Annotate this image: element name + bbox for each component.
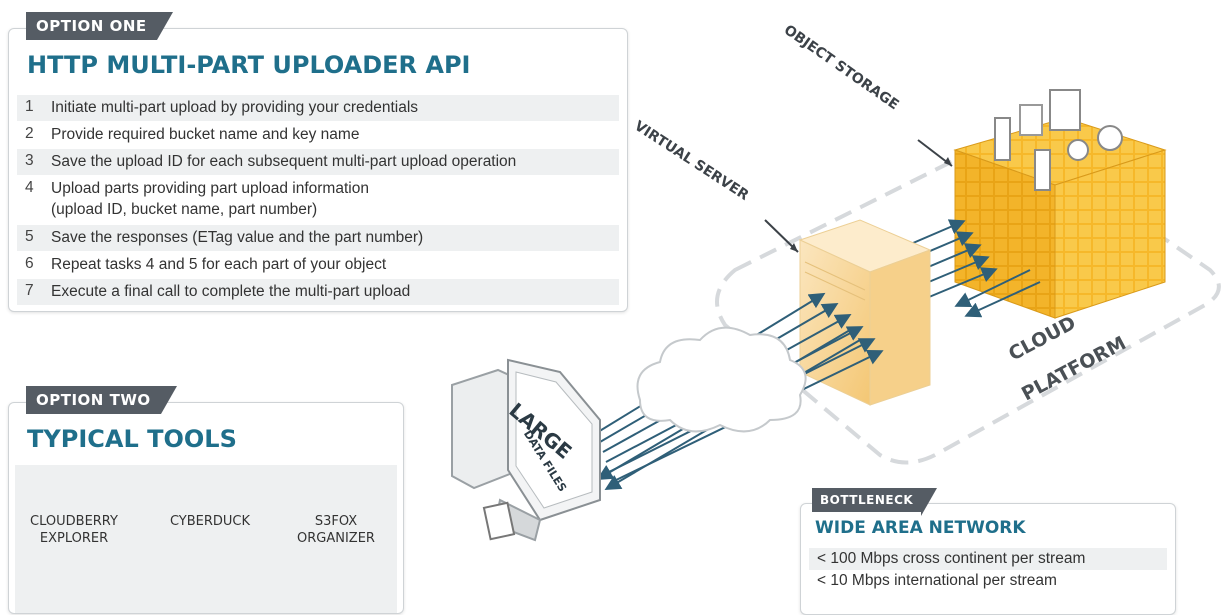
architecture-diagram [451,89,1221,542]
network-cloud-icon [636,326,807,433]
bottleneck-tab: BOTTLENECK [812,488,938,516]
step-6: 6 Repeat tasks 4 and 5 for each part of … [17,252,619,278]
step-number: 4 [25,179,34,196]
bottleneck-line-1: < 100 Mbps cross continent per stream [809,548,1167,570]
computer-icon [451,358,601,542]
step-number: 3 [25,152,34,169]
step-number: 7 [25,282,34,299]
option-two-title: TYPICAL TOOLS [27,425,237,453]
option-one-panel: HTTP MULTI-PART UPLOADER API 1 Initiate … [8,28,628,312]
step-text: Execute a final call to complete the mul… [51,283,411,300]
tools-area [15,465,397,613]
bottleneck-line-2: < 10 Mbps international per stream [817,572,1057,589]
step-7: 7 Execute a final call to complete the m… [17,279,619,305]
step-text: Upload parts providing part upload infor… [51,180,369,197]
step-2: 2 Provide required bucket name and key n… [17,122,619,148]
step-number: 2 [25,125,34,142]
step-text: Repeat tasks 4 and 5 for each part of yo… [51,256,387,273]
step-text: Provide required bucket name and key nam… [51,126,360,143]
option-one-title: HTTP MULTI-PART UPLOADER API [27,51,471,79]
step-text: Initiate multi-part upload by providing … [51,99,419,116]
step-text-continued: (upload ID, bucket name, part number) [51,201,318,218]
step-number: 1 [25,98,34,115]
step-1: 1 Initiate multi-part upload by providin… [17,95,619,121]
tool-cloudberry-explorer: CLOUDBERRY EXPLORER [30,514,118,546]
option-two-panel: TYPICAL TOOLS CLOUDBERRY EXPLORER CYBERD… [8,402,404,614]
label-pointers [764,139,953,253]
step-4: 4 Upload parts providing part upload inf… [17,176,619,224]
step-5: 5 Save the responses (ETag value and the… [17,225,619,251]
tool-cyberduck: CYBERDUCK [169,514,251,529]
tool-s3fox-organizer: S3FOX ORGANIZER [297,514,375,546]
bottleneck-title: WIDE AREA NETWORK [815,518,1026,538]
option-one-tab: OPTION ONE [26,12,173,40]
option-two-tab: OPTION TWO [26,386,177,414]
step-number: 5 [25,228,34,245]
object-storage-cube [953,89,1167,319]
step-3: 3 Save the upload ID for each subsequent… [17,149,619,175]
step-text: Save the upload ID for each subsequent m… [51,153,517,170]
step-number: 6 [25,255,34,272]
step-text: Save the responses (ETag value and the p… [51,229,424,246]
